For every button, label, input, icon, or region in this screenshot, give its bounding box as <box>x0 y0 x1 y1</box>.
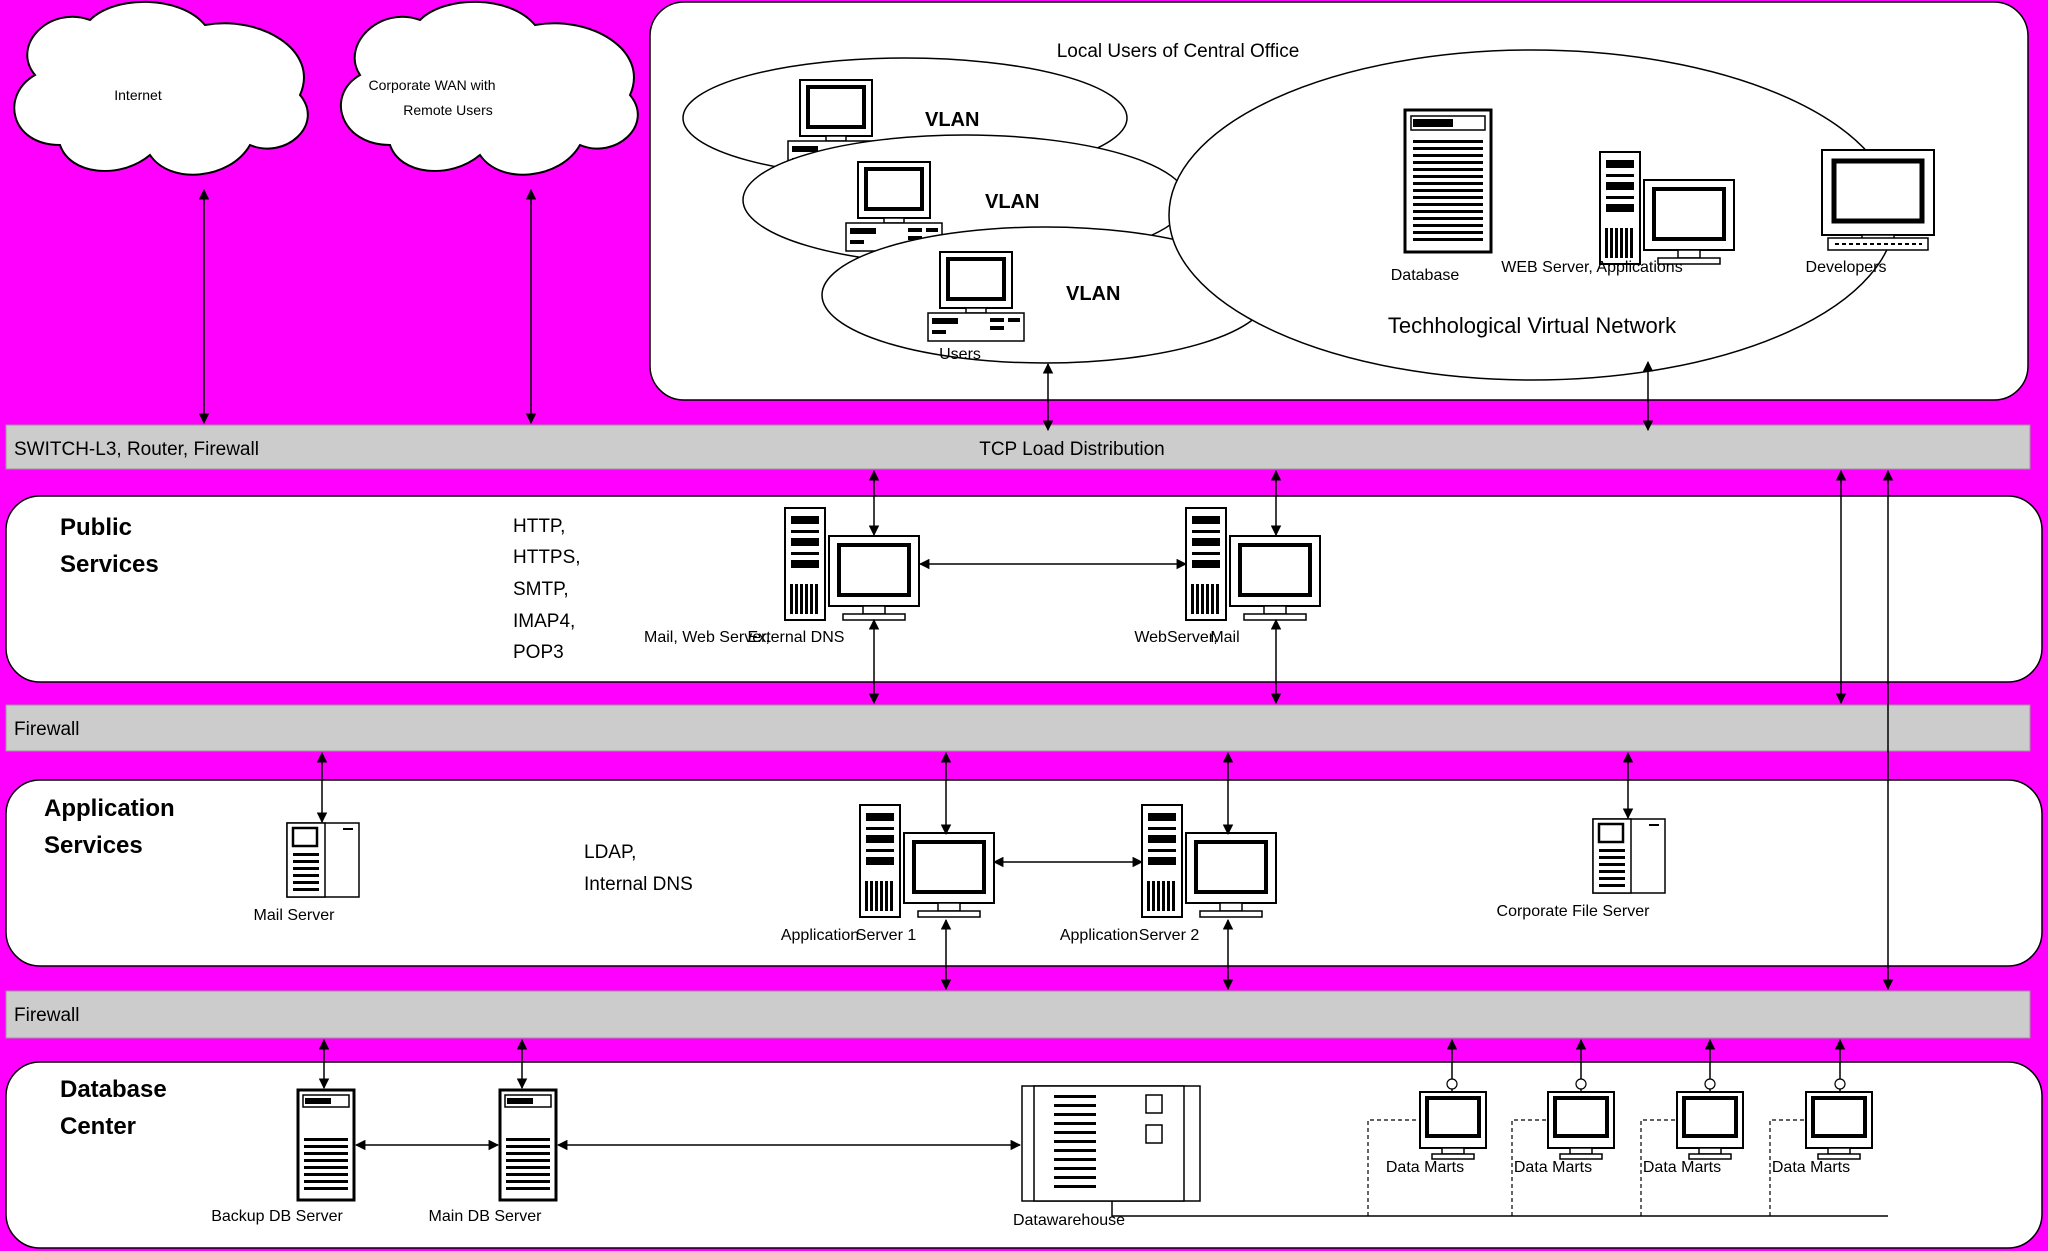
tech-virtual-network: Database WEB Server, Applications Develo… <box>1168 49 1935 381</box>
public-server-2-label-a: WebServer, <box>1134 629 1217 646</box>
data-mart-4-label: Data Marts <box>1772 1159 1850 1176</box>
central-office-panel: Local Users of Central Office VLAN VLAN … <box>649 1 2029 401</box>
public-protocol-5: POP3 <box>513 642 564 663</box>
app-protocol-2: Internal DNS <box>584 874 693 895</box>
warehouse-mart-links <box>1111 1119 1888 1217</box>
data-mart-3-icon <box>1675 1090 1745 1161</box>
vlan-2-label: VLAN <box>985 191 1039 213</box>
developers-label: Developers <box>1806 259 1887 276</box>
app-server-1-label-a: Application <box>781 927 859 944</box>
application-services-panel: Application Services LDAP, Internal DNS … <box>5 779 2043 967</box>
main-db-server-icon <box>498 1088 558 1202</box>
vlan-1-label: VLAN <box>925 109 979 131</box>
vlan-3: VLAN Users <box>821 226 1269 364</box>
developers-pc-icon <box>1821 149 1935 251</box>
data-mart-1-label: Data Marts <box>1386 1159 1464 1176</box>
vlan-3-pc-icon <box>926 250 1026 343</box>
wan-cloud: Corporate WAN with Remote Users <box>340 0 639 176</box>
mail-server-label: Mail Server <box>254 907 336 924</box>
public-protocol-2: HTTPS, <box>513 547 581 568</box>
database-center-title-1: Database <box>60 1076 167 1103</box>
application-services-title-1: Application <box>44 795 175 822</box>
users-label: Users <box>939 346 981 363</box>
firewall-1-label: Firewall <box>14 719 79 740</box>
app-server-2-label-b: Server 2 <box>1139 927 1200 944</box>
public-services-panel: Public Services HTTP, HTTPS, SMTP, IMAP4… <box>5 495 2043 683</box>
data-mart-3-label: Data Marts <box>1643 1159 1721 1176</box>
public-protocol-3: SMTP, <box>513 579 569 600</box>
wan-label-line1: Corporate WAN with <box>368 77 495 93</box>
mail-server-icon <box>285 821 361 899</box>
mart-uplinks <box>1446 1038 1846 1092</box>
internet-cloud: Internet <box>13 0 309 176</box>
data-mart-4-icon <box>1804 1090 1874 1161</box>
public-services-title-1: Public <box>60 514 132 541</box>
web-server-label: WEB Server, Applications <box>1501 259 1682 276</box>
database-label: Database <box>1391 267 1460 284</box>
firewall-2-label: Firewall <box>14 1005 79 1026</box>
app-server-1-label-b: Server 1 <box>856 927 917 944</box>
datawarehouse-label: Datawarehouse <box>1013 1212 1125 1229</box>
switch-label: SWITCH-L3, Router, Firewall <box>14 439 259 460</box>
public-protocol-1: HTTP, <box>513 516 565 537</box>
load-distribution-label: TCP Load Distribution <box>979 439 1165 460</box>
file-server-label: Corporate File Server <box>1497 903 1651 920</box>
file-server-icon <box>1591 817 1667 895</box>
datawarehouse-icon <box>1021 1085 1201 1202</box>
public-server-2-label-b: Mail <box>1210 629 1239 646</box>
database-rack-icon <box>1403 108 1493 254</box>
tech-network-title: Techhological Virtual Network <box>1388 313 1677 338</box>
data-mart-2-label: Data Marts <box>1514 1159 1592 1176</box>
data-mart-1-icon <box>1418 1090 1488 1161</box>
central-office-title: Local Users of Central Office <box>1057 41 1300 62</box>
database-center-panel: Database Center Backup DB Server Main DB… <box>5 1061 2043 1249</box>
firewall-bar-1: Firewall <box>5 704 2031 752</box>
wan-label-line2: Remote Users <box>403 102 492 118</box>
app-server-2-label-a: Application <box>1060 927 1138 944</box>
public-server-1-label-a: Mail, Web Server, <box>644 629 770 646</box>
database-center-title-2: Center <box>60 1113 136 1140</box>
main-db-label: Main DB Server <box>429 1208 543 1225</box>
backup-db-label: Backup DB Server <box>211 1208 343 1225</box>
data-mart-2-icon <box>1546 1090 1616 1161</box>
switch-bar: SWITCH-L3, Router, Firewall TCP Load Dis… <box>5 424 2031 470</box>
public-server-1-label-b: External DNS <box>748 629 845 646</box>
public-protocol-4: IMAP4, <box>513 611 575 632</box>
internet-label: Internet <box>114 87 162 103</box>
backup-db-server-icon <box>296 1088 356 1202</box>
app-protocol-1: LDAP, <box>584 842 636 863</box>
connectors <box>198 188 1894 1151</box>
public-services-title-2: Services <box>60 551 159 578</box>
vlan-3-label: VLAN <box>1066 283 1120 305</box>
application-services-title-2: Services <box>44 832 143 859</box>
firewall-bar-2: Firewall <box>5 990 2031 1039</box>
